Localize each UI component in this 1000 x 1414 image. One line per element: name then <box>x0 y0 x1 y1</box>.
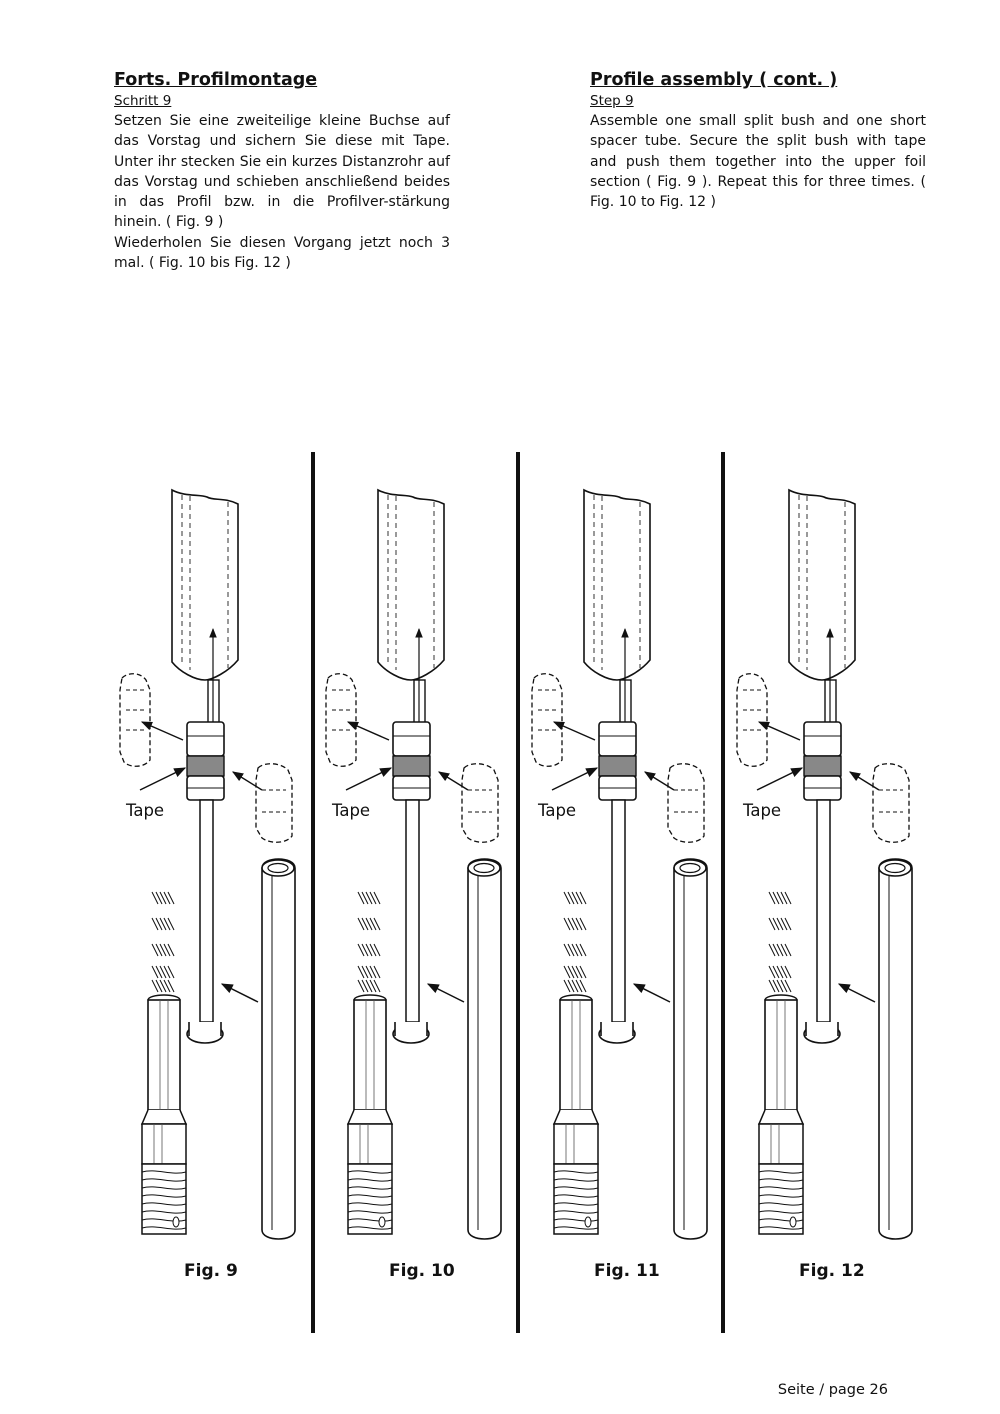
german-step: Schritt 9 <box>114 93 172 109</box>
tape-label: Tape <box>537 801 576 820</box>
english-heading: Profile assembly ( cont. ) <box>590 70 838 90</box>
german-column: Forts. Profilmontage Schritt 9 Setzen Si… <box>114 68 450 273</box>
tape-label: Tape <box>742 801 781 820</box>
fig-label: Fig. 10 <box>389 1261 455 1281</box>
tape-label: Tape <box>125 801 164 820</box>
figure-panel-fig-10: Tape <box>325 488 502 1240</box>
german-paragraph-2: Wiederholen Sie diesen Vorgang jetzt noc… <box>114 234 450 272</box>
fig-label: Fig. 9 <box>184 1261 238 1281</box>
fig-label: Fig. 11 <box>594 1261 660 1281</box>
figure-panel-fig-11: Tape <box>531 488 708 1240</box>
english-paragraph-1: Assemble one small split bush and one sh… <box>590 113 926 211</box>
figure-panel-fig-12: Tape <box>736 488 913 1240</box>
fig-label: Fig. 12 <box>799 1261 865 1281</box>
english-column: Profile assembly ( cont. ) Step 9 Assemb… <box>590 68 926 212</box>
page-number: Seite / page 26 <box>777 1382 888 1398</box>
tape-label: Tape <box>331 801 370 820</box>
german-heading: Forts. Profilmontage <box>114 70 318 90</box>
german-paragraph-1: Setzen Sie eine zweiteilige kleine Buchs… <box>114 113 450 231</box>
figure-panel: Tape <box>119 488 296 1240</box>
english-step: Step 9 <box>590 93 634 109</box>
